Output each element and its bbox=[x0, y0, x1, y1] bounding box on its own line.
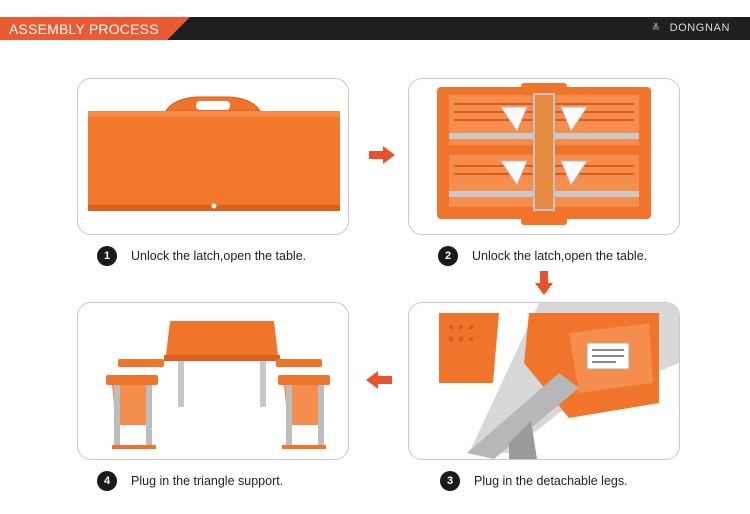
section-title: ASSEMBLY PROCESS bbox=[9, 21, 159, 37]
step-3-image bbox=[408, 302, 680, 460]
arrow-down-icon bbox=[535, 271, 553, 295]
step-4-caption-row: 4 Plug in the triangle support. bbox=[97, 470, 283, 492]
step-1-caption-row: 1 Unlock the latch,open the table. bbox=[97, 245, 306, 267]
brand-name: DONGNAN bbox=[669, 22, 730, 34]
step-2-number-badge: 2 bbox=[438, 246, 458, 266]
step-1-number-badge: 1 bbox=[97, 246, 117, 266]
folded-table-illustration bbox=[88, 96, 340, 211]
chevron-down-icon: ≚ bbox=[651, 23, 661, 34]
step-2-caption-row: 2 Unlock the latch,open the table. bbox=[438, 245, 647, 267]
step-1-caption: Unlock the latch,open the table. bbox=[131, 249, 307, 263]
step-4-image bbox=[77, 302, 349, 460]
step-3-caption: Plug in the detachable legs. bbox=[474, 474, 628, 488]
step-4-number-badge: 4 bbox=[97, 471, 117, 491]
leg-detail-illustration bbox=[439, 303, 679, 459]
step-2-image bbox=[408, 78, 680, 235]
step-3-caption-row: 3 Plug in the detachable legs. bbox=[440, 470, 628, 492]
step-4-caption: Plug in the triangle support. bbox=[131, 474, 284, 488]
step-1-image bbox=[77, 78, 349, 235]
brand: ≚ DONGNAN bbox=[652, 22, 730, 34]
step-2-caption: Unlock the latch,open the table. bbox=[472, 249, 648, 263]
assembled-table-illustration bbox=[106, 321, 330, 449]
header-bar: ASSEMBLY PROCESS ≚ DONGNAN bbox=[0, 17, 750, 40]
arrow-right-icon bbox=[369, 146, 395, 164]
section-tag: ASSEMBLY PROCESS bbox=[0, 17, 190, 40]
open-table-illustration bbox=[437, 83, 651, 225]
arrow-left-icon bbox=[366, 371, 392, 389]
step-3-number-badge: 3 bbox=[440, 471, 460, 491]
